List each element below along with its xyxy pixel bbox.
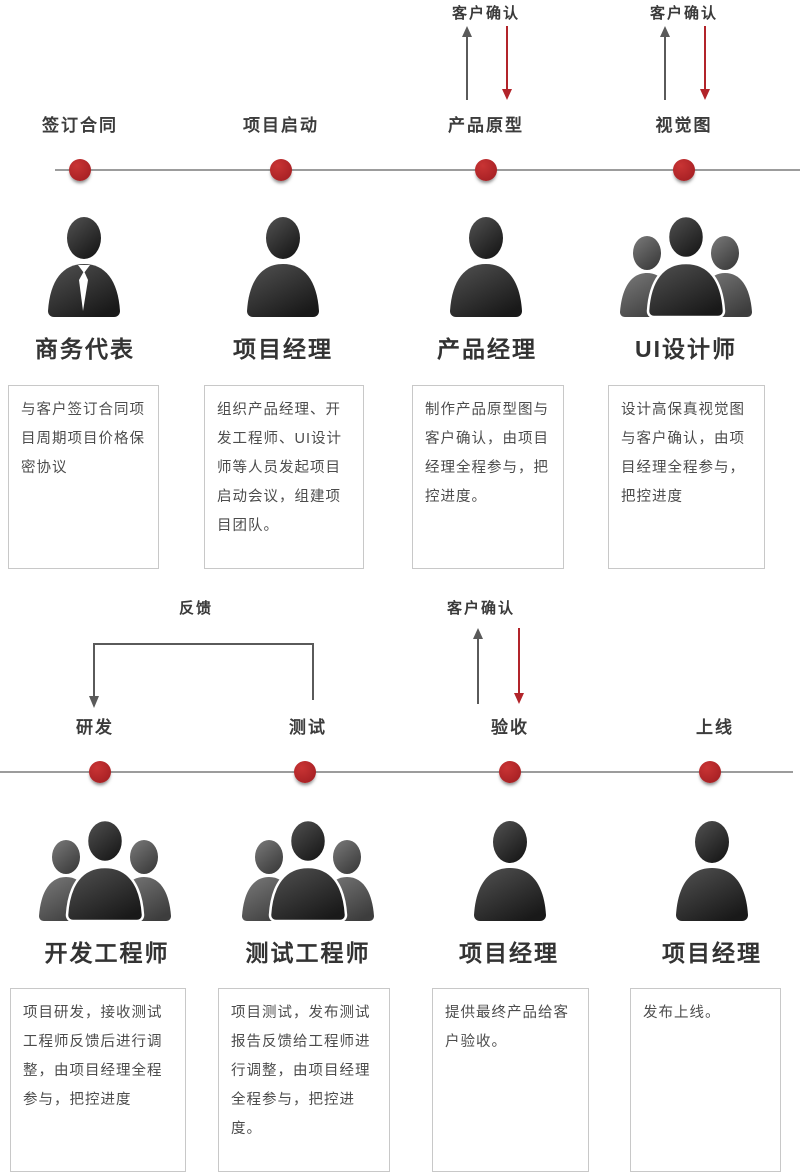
- down-arrow-icon: [502, 26, 512, 100]
- icon-wrap: [462, 818, 558, 927]
- stage-label-testing: 测试: [289, 718, 327, 737]
- role-label-developer: 开发工程师: [44, 940, 170, 966]
- icon-wrap: [233, 818, 383, 927]
- stage-node: [699, 761, 721, 783]
- description-box-testing: 项目测试，发布测试报告反馈给工程师进行调整，由项目经理全程参与，把控进度。: [218, 988, 390, 1172]
- description-box-development: 项目研发，接收测试工程师反馈后进行调整，由项目经理全程参与，把控进度: [10, 988, 186, 1172]
- stage-node: [69, 159, 91, 181]
- role-label-sales: 商务代表: [35, 336, 135, 362]
- people-group-icon: [242, 818, 374, 923]
- role-label-product: 产品经理: [437, 336, 537, 362]
- person-tie-icon: [48, 217, 120, 317]
- description-box-launch: 发布上线。: [630, 988, 781, 1172]
- stage-node: [499, 761, 521, 783]
- feedback-arrow: [89, 643, 314, 708]
- icon-wrap: [611, 214, 761, 323]
- stage-label-visual: 视觉图: [655, 116, 713, 135]
- description-box-visual: 设计高保真视觉图与客户确认，由项目经理全程参与，把控进度: [608, 385, 765, 569]
- stage-node: [270, 159, 292, 181]
- stage-node: [673, 159, 695, 181]
- down-arrow-icon: [514, 628, 524, 704]
- stage-label-acceptance: 验收: [491, 718, 529, 737]
- icon-wrap: [30, 818, 180, 927]
- stage-label-contract: 签订合同: [42, 116, 118, 135]
- person-icon: [474, 821, 546, 921]
- role-label-uidesigner: UI设计师: [635, 336, 737, 362]
- role-label-pm-launch: 项目经理: [662, 940, 762, 966]
- stage-label-kickoff: 项目启动: [243, 116, 319, 135]
- description-box-acceptance: 提供最终产品给客户验收。: [432, 988, 589, 1172]
- icon-wrap: [438, 214, 534, 323]
- description-box-prototype: 制作产品原型图与客户确认，由项目经理全程参与，把控进度。: [412, 385, 564, 569]
- person-icon: [450, 217, 522, 317]
- stage-label-prototype: 产品原型: [448, 116, 524, 135]
- role-label-pm-accept: 项目经理: [459, 940, 559, 966]
- stage-label-launch: 上线: [696, 718, 734, 737]
- customer-confirm-label-acceptance: 客户确认: [446, 600, 516, 617]
- up-arrow-icon: [473, 628, 483, 704]
- customer-confirm-label-visual: 客户确认: [649, 5, 719, 22]
- icon-wrap: [664, 818, 760, 927]
- person-icon: [247, 217, 319, 317]
- people-group-icon: [39, 818, 171, 923]
- down-arrow-icon: [700, 26, 710, 100]
- stage-node: [294, 761, 316, 783]
- customer-confirm-label-prototype: 客户确认: [451, 5, 521, 22]
- role-label-tester: 测试工程师: [245, 940, 371, 966]
- icon-wrap: [235, 214, 331, 323]
- icon-wrap: [36, 214, 132, 323]
- stage-node: [89, 761, 111, 783]
- description-box-contract: 与客户签订合同项目周期项目价格保密协议: [8, 385, 159, 569]
- stage-label-development: 研发: [76, 718, 114, 737]
- people-group-icon: [620, 214, 752, 319]
- timeline-top: [55, 169, 800, 171]
- feedback-label: 反馈: [178, 600, 214, 617]
- description-box-kickoff: 组织产品经理、开发工程师、UI设计师等人员发起项目启动会议，组建项目团队。: [204, 385, 364, 569]
- person-icon: [676, 821, 748, 921]
- up-arrow-icon: [660, 26, 670, 100]
- role-label-pm: 项目经理: [233, 336, 333, 362]
- up-arrow-icon: [462, 26, 472, 100]
- timeline-bottom: [0, 771, 793, 773]
- stage-node: [475, 159, 497, 181]
